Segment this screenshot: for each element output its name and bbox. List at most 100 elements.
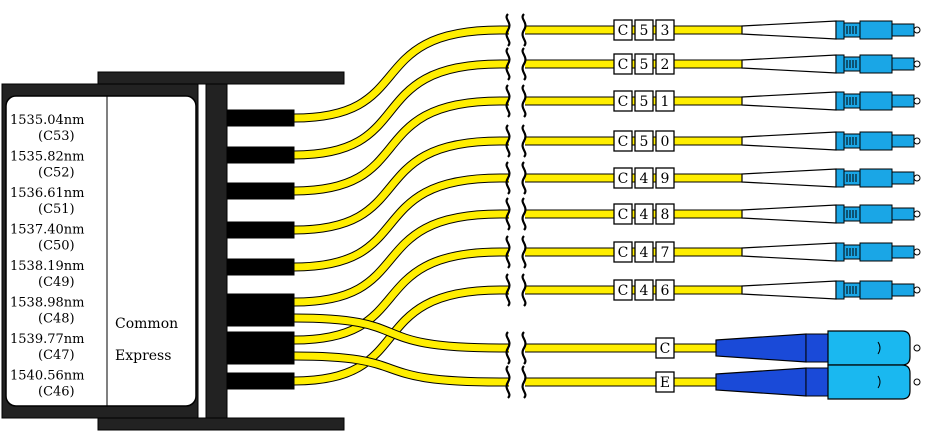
tag-char: C xyxy=(618,94,629,110)
break-mark xyxy=(521,13,527,47)
wavelength-labels: 1535.04nm(C53)1535.82nm(C52)1536.61nm(C5… xyxy=(10,113,84,400)
fibers xyxy=(293,25,760,387)
tag-char: 4 xyxy=(640,283,649,299)
sc-boot xyxy=(715,333,807,363)
lc-connector xyxy=(741,168,921,188)
tag-box xyxy=(613,130,633,152)
wavelength-channel: (C48) xyxy=(38,312,75,327)
tag-box xyxy=(613,279,633,301)
break-gap xyxy=(509,342,525,354)
lc-body xyxy=(859,242,893,262)
tag-box xyxy=(655,130,675,152)
sc-collar xyxy=(805,367,829,397)
break-gap xyxy=(509,24,525,36)
fiber xyxy=(293,137,760,234)
lc-collar xyxy=(835,54,845,74)
lc-nose xyxy=(891,57,915,71)
tag-char: 4 xyxy=(640,207,649,223)
tag-char: 5 xyxy=(640,94,649,110)
tag-char: 5 xyxy=(640,57,649,73)
lc-boot xyxy=(741,242,837,262)
sc-connector xyxy=(715,330,921,366)
wavelength-channel: (C50) xyxy=(38,239,75,254)
lc-boot xyxy=(741,131,837,151)
tag-box xyxy=(634,90,654,112)
module-port xyxy=(227,372,295,390)
tag-box xyxy=(655,167,675,189)
lc-collar xyxy=(835,242,845,262)
housing-top-bar xyxy=(97,71,345,85)
tag-box xyxy=(655,19,675,41)
module-port xyxy=(227,347,295,365)
lc-ferrule xyxy=(913,286,921,294)
tag-char: 1 xyxy=(661,94,670,110)
wavelength-nm: 1535.82nm xyxy=(10,150,84,165)
fiber xyxy=(293,286,760,385)
tag-box xyxy=(634,203,654,225)
tag-box xyxy=(634,241,654,263)
express-label: Express xyxy=(115,348,171,364)
break-mark xyxy=(521,197,527,231)
lc-body xyxy=(859,20,893,40)
lc-nose xyxy=(891,23,915,37)
fiber xyxy=(293,352,760,386)
tag-char: E xyxy=(660,375,670,391)
lc-body xyxy=(859,91,893,111)
module-port xyxy=(227,221,295,239)
lc-boot xyxy=(741,204,837,224)
tag-char: 8 xyxy=(661,207,670,223)
lc-collar xyxy=(835,131,845,151)
lc-nose xyxy=(891,283,915,297)
fiber xyxy=(293,314,760,352)
lc-body xyxy=(859,168,893,188)
fiber xyxy=(293,97,760,195)
tag-box xyxy=(613,203,633,225)
tag-char: 4 xyxy=(640,245,649,261)
tag-char: 7 xyxy=(661,245,670,261)
module-port xyxy=(227,182,295,200)
wavelength-channel: (C51) xyxy=(38,202,75,217)
lc-nose xyxy=(891,245,915,259)
lc-body xyxy=(859,204,893,224)
wavelength-channel: (C47) xyxy=(38,348,75,363)
wavelength-nm: 1538.19nm xyxy=(10,259,84,274)
tag-box xyxy=(634,130,654,152)
module-port xyxy=(227,258,295,276)
sc-key xyxy=(877,341,881,355)
tag-box xyxy=(613,90,633,112)
break-mark xyxy=(521,161,527,195)
lc-ferrule xyxy=(913,174,921,182)
lc-ferrule xyxy=(913,210,921,218)
lc-body xyxy=(859,131,893,151)
sc-body xyxy=(827,364,911,400)
break-mark xyxy=(505,273,511,307)
wavelength-nm: 1535.04nm xyxy=(10,113,84,128)
tag-box xyxy=(655,90,675,112)
tag-char: 5 xyxy=(640,23,649,39)
lc-collar xyxy=(835,91,845,111)
lc-connector xyxy=(741,54,921,74)
break-mark xyxy=(505,331,511,365)
break-mark xyxy=(505,197,511,231)
break-gap xyxy=(509,208,525,220)
tag-box xyxy=(634,279,654,301)
lc-body xyxy=(859,280,893,300)
housing-inner-strip xyxy=(197,83,207,419)
tag-box xyxy=(613,53,633,75)
common-label: Common xyxy=(115,316,178,332)
tag-box xyxy=(613,241,633,263)
module-port xyxy=(227,331,295,349)
wavelength-channel: (C53) xyxy=(38,129,75,144)
lc-boot xyxy=(741,54,837,74)
break-gap xyxy=(509,246,525,258)
break-mark xyxy=(505,365,511,399)
lc-ferrule xyxy=(913,26,921,34)
lc-boot xyxy=(741,168,837,188)
tag-box xyxy=(613,19,633,41)
tag-char: C xyxy=(618,171,629,187)
sc-boot xyxy=(715,367,807,397)
fiber xyxy=(293,174,760,271)
lc-ferrule xyxy=(913,248,921,256)
